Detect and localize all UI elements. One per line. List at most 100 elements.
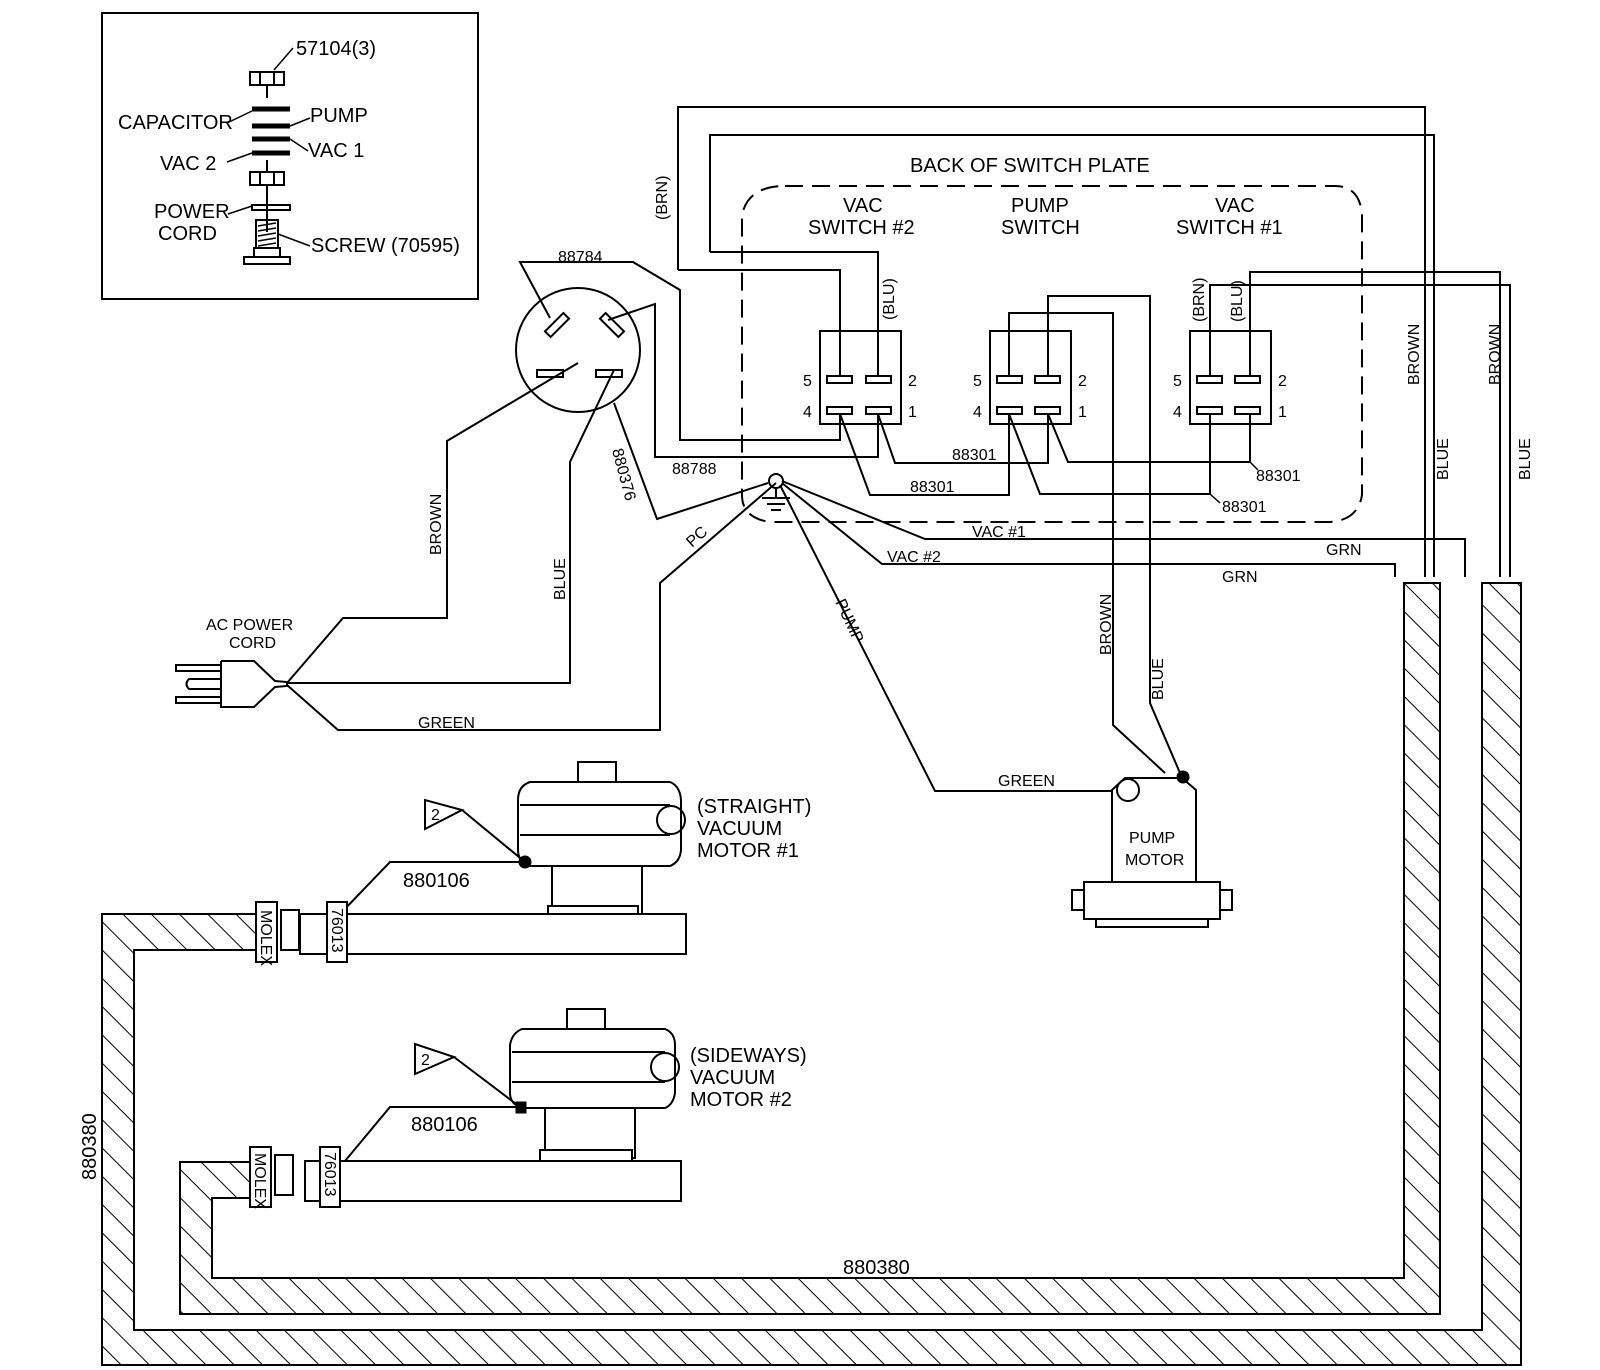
ac-power-cord-label-2: CORD: [229, 635, 276, 652]
cord-blue-label: BLUE: [552, 558, 569, 600]
jumper-88301-b: [839, 413, 1010, 496]
motor2-lead-label: 880106: [411, 1114, 478, 1136]
power-cord-label-2: CORD: [158, 223, 217, 245]
vac2-label: VAC 2: [160, 153, 216, 175]
terminal-4-label: 4: [973, 404, 982, 421]
jumper-88301-c: [1047, 413, 1251, 463]
terminal-4: [1196, 406, 1223, 415]
jumper-label: 88301: [1222, 499, 1267, 516]
terminal-1-label: 1: [1278, 404, 1287, 421]
pump-brown-label: BROWN: [1098, 594, 1115, 655]
vac-switch-1-label-1: VAC: [1215, 195, 1255, 217]
outer-loop-wires: (BRN): [654, 106, 1511, 577]
cord-green-label: GREEN: [418, 715, 475, 732]
plug-icon: [175, 660, 288, 708]
receptacle-slot: [536, 369, 564, 378]
conduit1-blue-label: BLUE: [1435, 438, 1452, 480]
power-cord-label-1: POWER: [154, 201, 230, 223]
motor1-label-2: VACUUM: [697, 818, 782, 840]
conduit2-blue-label: BLUE: [1517, 438, 1534, 480]
terminal-1: [1034, 406, 1061, 415]
conduit-label-left: 880380: [79, 1113, 101, 1180]
motor1-lead-label: 880106: [403, 870, 470, 892]
terminal-5: [826, 375, 853, 384]
terminal-2: [1234, 375, 1261, 384]
receptacle-slot: [595, 369, 623, 378]
callout-flag-icon: [414, 1042, 457, 1076]
pump-blue-label: BLUE: [1150, 658, 1167, 700]
switch-plate-outline: [741, 185, 1363, 523]
pump-green-label: GREEN: [998, 773, 1055, 790]
inset-frame: [101, 12, 479, 300]
blu-tag: (BLU): [881, 278, 898, 320]
pump-switch: 5 2 4 1: [973, 295, 1181, 774]
terminal-4-label: 4: [803, 404, 812, 421]
pump-wire-label: PUMP: [831, 597, 866, 646]
jumper-88301-a: [877, 413, 1049, 464]
terminal-1-label: 1: [908, 404, 917, 421]
terminal-2-label: 2: [908, 373, 917, 390]
terminal-4: [996, 406, 1023, 415]
detail-inset: 57104(3) CAPACITOR PUMP VAC 1 VAC 2 POWE…: [101, 12, 479, 300]
vac-switch-2: 5 2 4 1 (BLU): [678, 251, 917, 425]
pump-motor-label-1: PUMP: [1129, 830, 1175, 847]
screw-icon: [243, 219, 291, 265]
pump-motor-label-2: MOTOR: [1125, 852, 1184, 869]
brn-tag: (BRN): [1191, 278, 1208, 322]
vac-switch-1-label-2: SWITCH #1: [1176, 217, 1283, 239]
switch-plate: BACK OF SWITCH PLATE VAC SWITCH #2 PUMP …: [678, 155, 1363, 774]
motor2-label-2: VACUUM: [690, 1067, 775, 1089]
connector-76013-label: 76013: [321, 1152, 338, 1197]
pump-terminal-dot: [1176, 770, 1190, 784]
jumper-label: 88301: [952, 447, 997, 464]
pump-label: PUMP: [310, 105, 368, 127]
conduit-outer: [101, 582, 1522, 1366]
receptacle-slot: [598, 311, 626, 339]
receptacle-slot: [543, 311, 571, 339]
ground-wires: VAC #1 VAC #2 GRN GRN PUMP GREEN BROWN B…: [779, 480, 1466, 792]
vacuum-motor-1: 2 880106 MOLEX 76013 (STRAIGHT) VACUUM M…: [255, 761, 811, 966]
motor2-label-1: (SIDEWAYS): [690, 1045, 807, 1067]
vac-switch-2-label-1: VAC: [843, 195, 883, 217]
molex-label: MOLEX: [251, 1153, 268, 1209]
jumper-88301-d: [1008, 413, 1211, 495]
blu-tag: (BLU): [1229, 280, 1246, 322]
receptacle-body: [515, 287, 641, 413]
terminal-1: [1234, 406, 1261, 415]
terminal-5-label: 5: [803, 373, 812, 390]
motor1-label-3: MOTOR #1: [697, 840, 799, 862]
wire-88784-label: 88784: [558, 249, 603, 266]
part-57104-label: 57104(3): [296, 38, 376, 60]
terminal-4-label: 4: [1173, 404, 1182, 421]
conduit2-brown-label: BROWN: [1487, 324, 1504, 385]
pump-motor: PUMP MOTOR: [1071, 770, 1233, 928]
power-cord-washer: [251, 204, 291, 211]
connector-76013-label: 76013: [328, 908, 345, 953]
terminal-5: [1196, 375, 1223, 384]
motor1-label-1: (STRAIGHT): [697, 796, 811, 818]
terminal-1: [865, 406, 892, 415]
vac-switch-2-label-2: SWITCH #2: [808, 217, 915, 239]
screw-label: SCREW (70595): [311, 235, 460, 257]
pump-ground-terminal: [1116, 778, 1140, 802]
terminal-2: [865, 375, 892, 384]
pump-switch-label-2: SWITCH: [1001, 217, 1080, 239]
molex-connector: [249, 1146, 272, 1208]
jumper-label: 88301: [1256, 468, 1301, 485]
vac1-wire-label: VAC #1: [972, 524, 1026, 541]
nut-icon: [249, 71, 285, 98]
vac1-label: VAC 1: [308, 140, 364, 162]
callout-number: 2: [431, 807, 440, 824]
jumper-label: 88301: [910, 479, 955, 496]
vacuum-motor-2: 2 880106 MOLEX 76013 (SIDEWAYS) VACUUM M…: [249, 1008, 807, 1209]
terminal-2: [1034, 375, 1061, 384]
terminal-5-label: 5: [973, 373, 982, 390]
pump-switch-label-1: PUMP: [1011, 195, 1069, 217]
molex-connector: [255, 901, 278, 963]
terminal-2-label: 2: [1278, 373, 1287, 390]
cord-brown-label: BROWN: [428, 494, 445, 555]
grn-label-2: GRN: [1222, 569, 1258, 586]
vac-switch-1: 5 2 4 1 (BRN) (BLU): [1173, 278, 1287, 425]
conduit1-brown-label: BROWN: [1406, 324, 1423, 385]
